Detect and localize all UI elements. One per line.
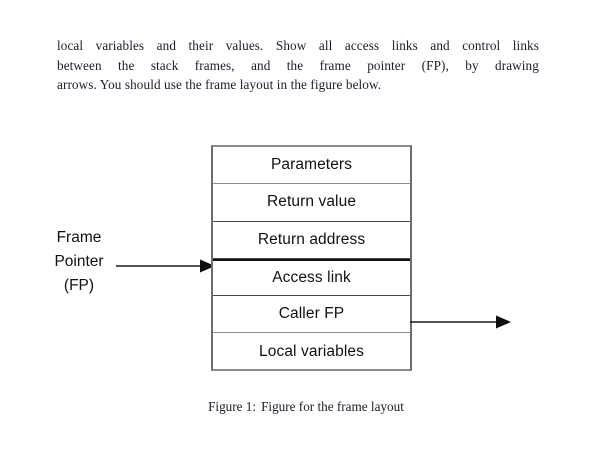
frame-pointer-label-line-3: (FP): [63, 277, 95, 294]
frame-row-label-return-value: Return value: [266, 193, 357, 211]
frame-row-label-return-address: Return address: [257, 230, 366, 248]
body-paragraph: local variables and their values. Show a…: [57, 36, 539, 95]
paragraph-line-1: local variables and their values. Show a…: [57, 38, 539, 53]
stack-frame-box: Parameters Return value Return address A…: [211, 145, 412, 371]
paragraph-line-2: between the stack frames, and the frame …: [57, 57, 539, 73]
frame-pointer-label-line-2: Pointer: [54, 253, 104, 270]
frame-row: Return address: [213, 222, 410, 259]
frame-row: Access link: [213, 258, 410, 297]
frame-row: Caller FP: [213, 296, 410, 334]
frame-row: Parameters: [213, 147, 410, 185]
paragraph-line-3: arrows. You should use the frame layout …: [57, 77, 382, 93]
frame-row-label-parameters: Parameters: [270, 156, 353, 174]
figure-caption-label: Figure 1:: [208, 399, 257, 414]
frame-row: Return value: [213, 184, 410, 222]
frame-pointer-label: Frame Pointer (FP): [36, 226, 122, 298]
figure-caption-text: Figure for the frame layout: [261, 399, 404, 414]
caller-fp-arrow-icon: [410, 315, 511, 329]
frame-pointer-label-line-1: Frame: [56, 229, 102, 246]
frame-row-label-access-link: Access link: [272, 269, 351, 287]
frame-pointer-arrow-icon: [116, 259, 215, 273]
frame-row-label-local-variables: Local variables: [259, 343, 364, 361]
frame-row-label-caller-fp: Caller FP: [278, 305, 345, 323]
figure-caption: Figure 1: Figure for the frame layout: [0, 399, 612, 415]
frame-row: Local variables: [213, 333, 410, 370]
